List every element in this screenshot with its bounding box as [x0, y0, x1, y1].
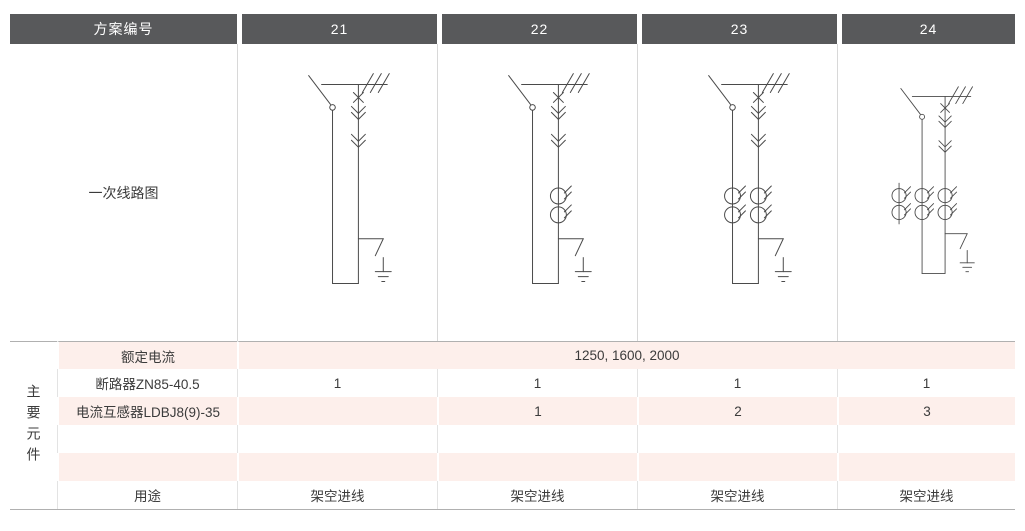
- header-scheme-number: 方案编号: [10, 14, 237, 44]
- circuit-diagram-scheme-21: [237, 44, 437, 341]
- circuit-diagram-scheme-23: [637, 44, 837, 341]
- circuit-diagram-scheme-22: [437, 44, 637, 341]
- circuit-diagram-scheme-24: [837, 44, 1015, 341]
- header-scheme-23: 23: [637, 14, 837, 44]
- row-label-empty-1: [57, 425, 237, 453]
- row-label-empty-2: [57, 453, 237, 481]
- empty-cell: [837, 425, 1015, 453]
- primary-circuit-diagram-label: 一次线路图: [10, 44, 237, 341]
- scheme-table: 方案编号 21 22 23 24 一次线路图 主要元件 额定电流 1250, 1…: [10, 14, 1015, 510]
- header-scheme-21: 21: [237, 14, 437, 44]
- empty-cell: [637, 425, 837, 453]
- breaker-count-scheme-22: 1: [437, 369, 637, 397]
- breaker-count-scheme-21: 1: [237, 369, 437, 397]
- row-label-rated-current: 额定电流: [57, 341, 237, 369]
- purpose-scheme-22: 架空进线: [437, 481, 637, 509]
- empty-cell: [837, 453, 1015, 481]
- header-scheme-22: 22: [437, 14, 637, 44]
- main-components-label: 主要元件: [25, 383, 42, 468]
- ct-count-scheme-24: 3: [837, 397, 1015, 425]
- header-scheme-24: 24: [837, 14, 1015, 44]
- empty-cell: [437, 453, 637, 481]
- breaker-count-scheme-24: 1: [837, 369, 1015, 397]
- purpose-scheme-21: 架空进线: [237, 481, 437, 509]
- ct-count-scheme-22: 1: [437, 397, 637, 425]
- ct-count-scheme-21: [237, 397, 437, 425]
- empty-cell: [637, 453, 837, 481]
- row-label-current-transformer: 电流互感器LDBJ8(9)-35: [57, 397, 237, 425]
- purpose-scheme-23: 架空进线: [637, 481, 837, 509]
- row-label-purpose: 用途: [57, 481, 237, 509]
- rated-current-value: 1250, 1600, 2000: [237, 341, 1015, 369]
- ct-count-scheme-23: 2: [637, 397, 837, 425]
- empty-cell: [237, 425, 437, 453]
- side-strip-main-components: 主要元件: [10, 341, 57, 509]
- purpose-scheme-24: 架空进线: [837, 481, 1015, 509]
- row-label-breaker: 断路器ZN85-40.5: [57, 369, 237, 397]
- empty-cell: [437, 425, 637, 453]
- breaker-count-scheme-23: 1: [637, 369, 837, 397]
- empty-cell: [237, 453, 437, 481]
